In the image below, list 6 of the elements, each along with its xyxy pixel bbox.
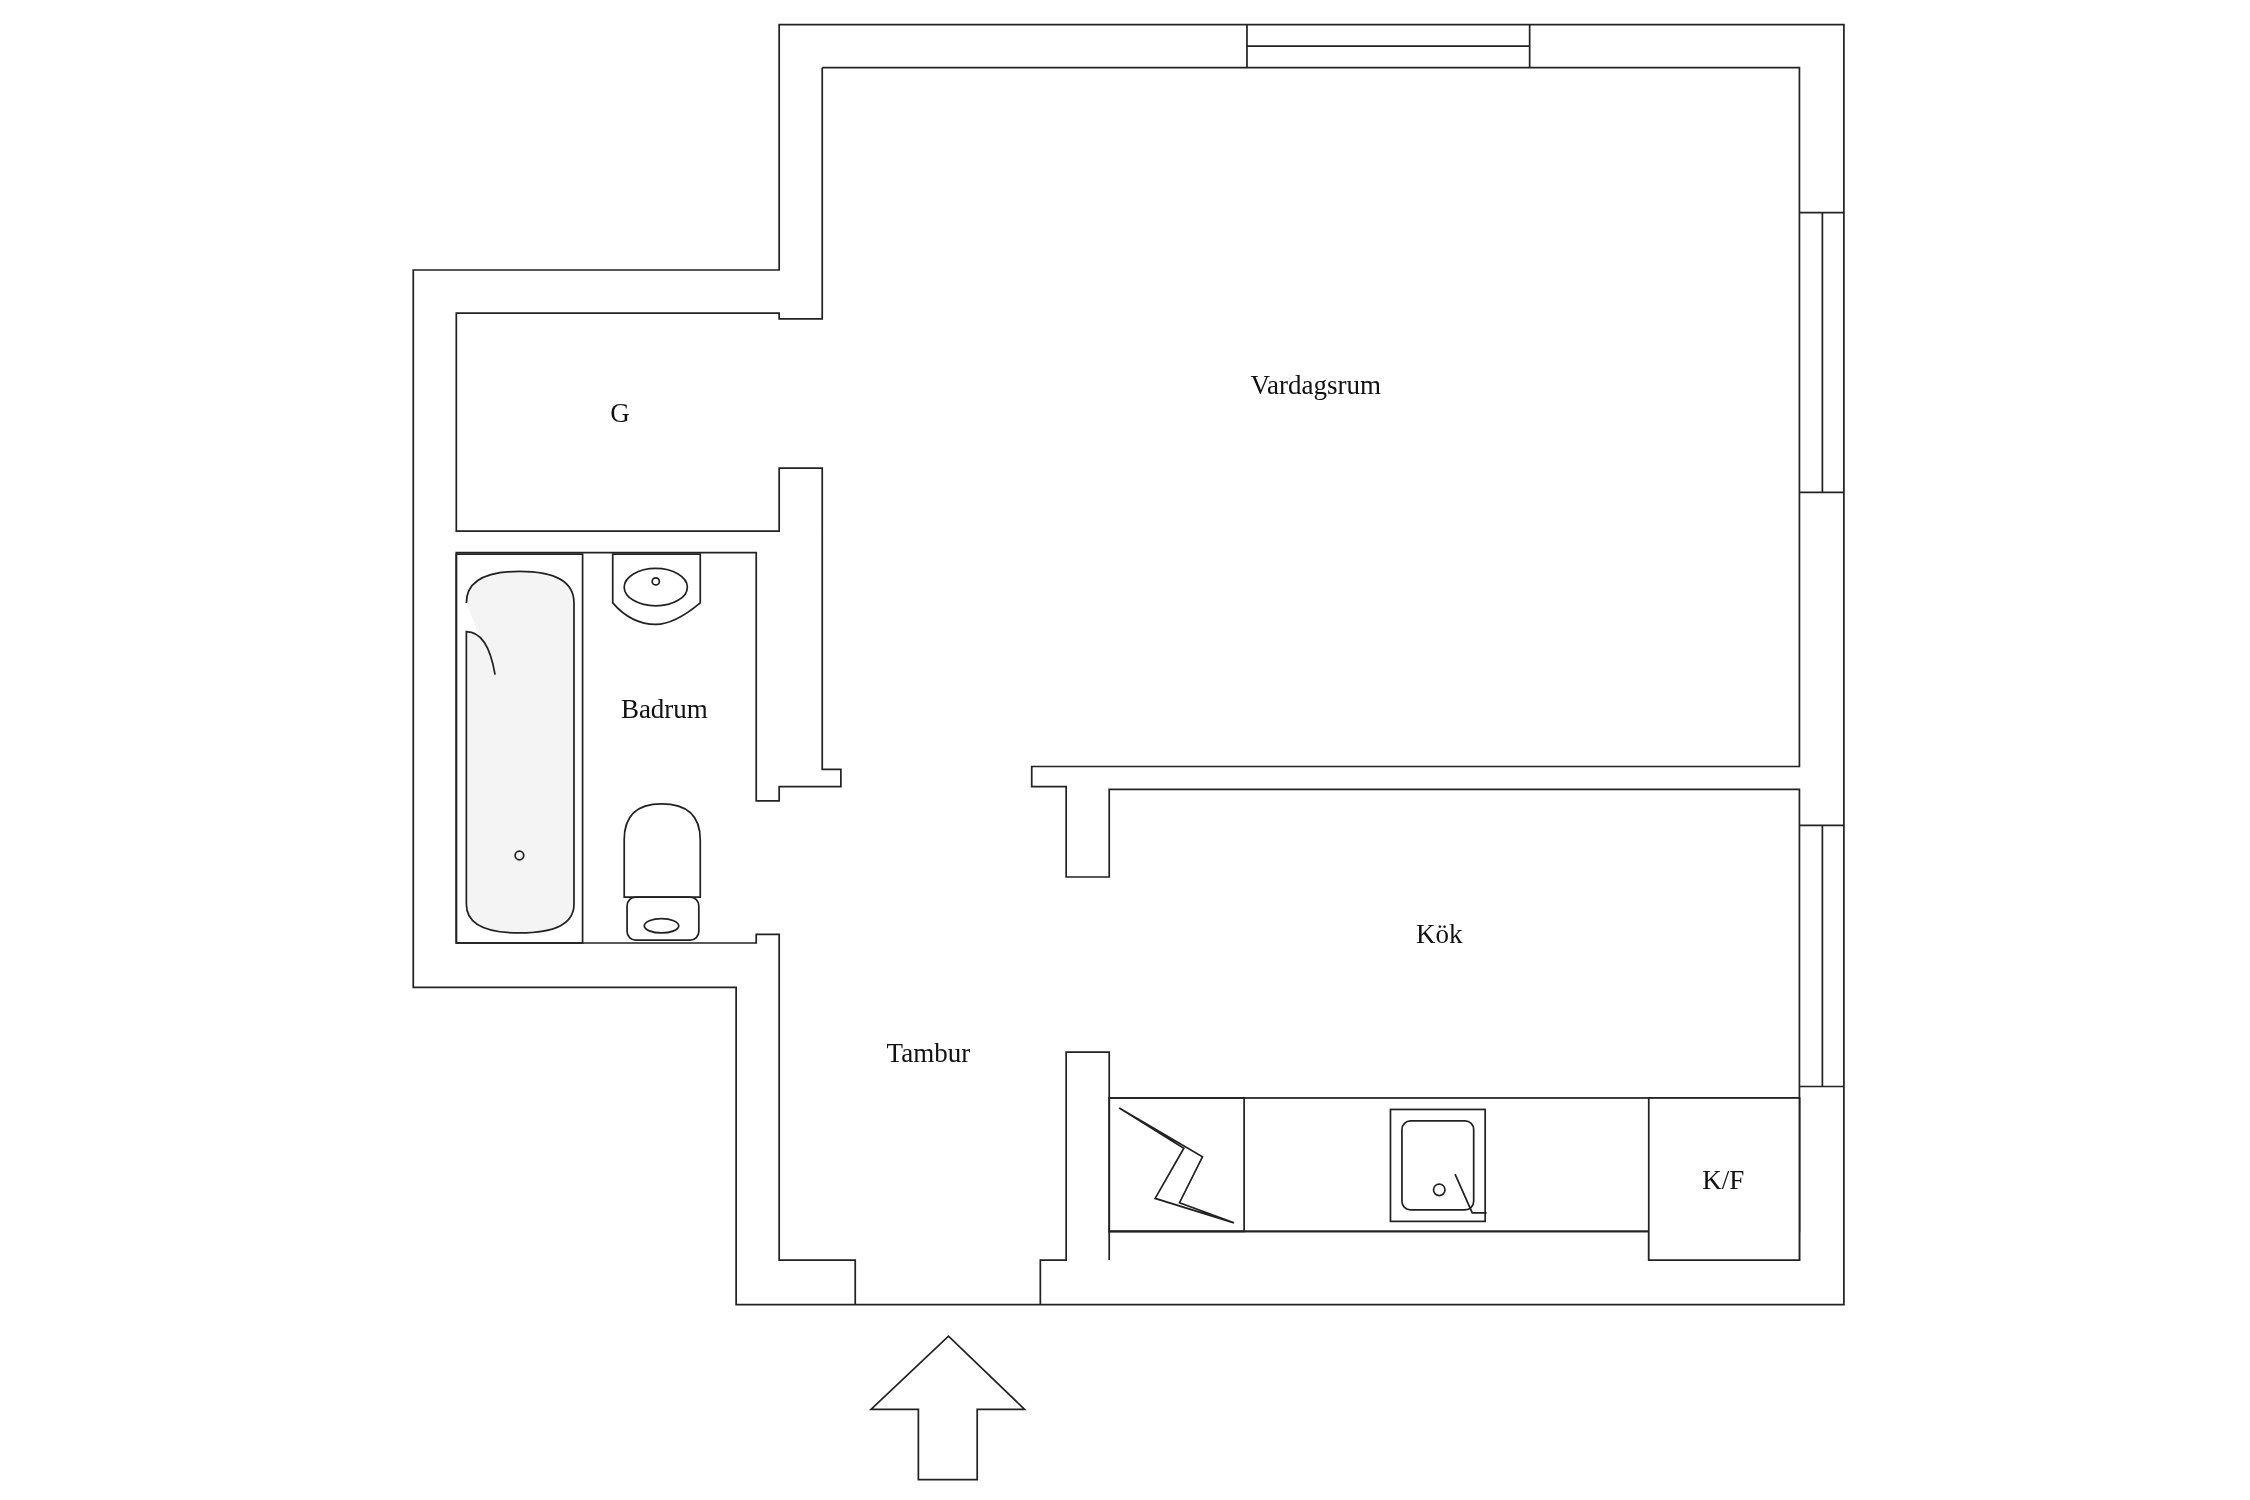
- room-label: K/F: [1702, 1164, 1745, 1195]
- room-label: Vardagsrum: [1250, 369, 1382, 401]
- room-label: Badrum: [620, 693, 708, 725]
- room-label: Kök: [1416, 918, 1463, 950]
- room-label: Tambur: [886, 1037, 971, 1069]
- room-label: G: [610, 397, 630, 429]
